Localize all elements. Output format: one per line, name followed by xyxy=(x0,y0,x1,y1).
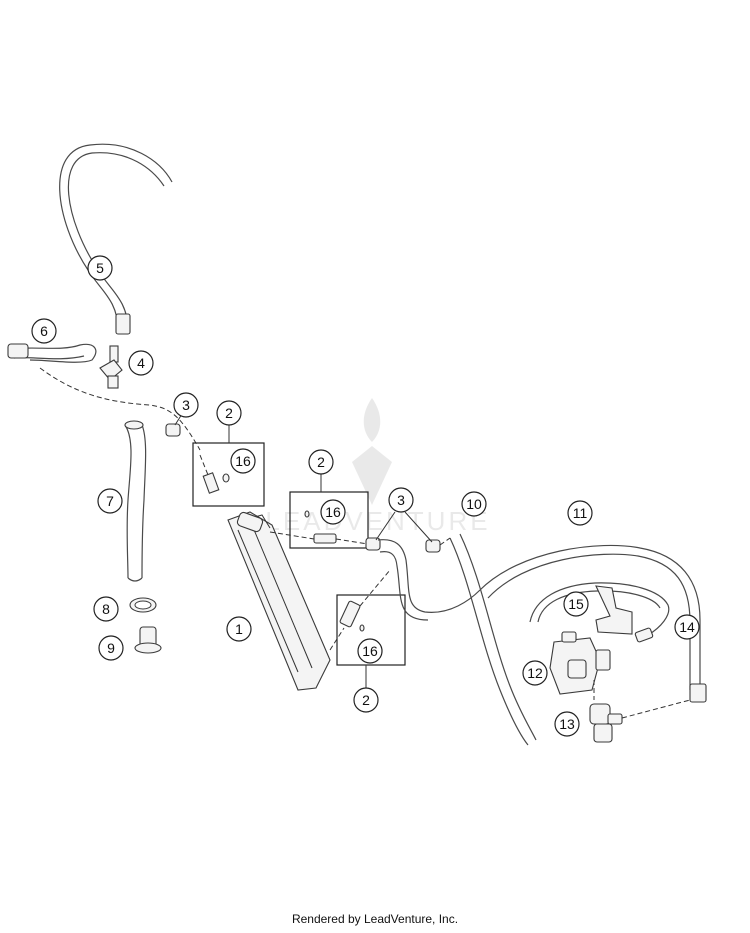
callout-2-middle: 2 xyxy=(308,449,334,475)
svg-text:10: 10 xyxy=(466,496,482,512)
svg-text:2: 2 xyxy=(362,692,370,708)
svg-text:14: 14 xyxy=(679,619,695,635)
hose-6 xyxy=(7,343,97,363)
svg-text:3: 3 xyxy=(397,492,405,508)
callout-8: 8 xyxy=(93,596,119,622)
callout-7: 7 xyxy=(97,488,123,514)
callout-2-top: 2 xyxy=(216,400,242,426)
callout-11: 11 xyxy=(567,500,593,526)
svg-text:2: 2 xyxy=(225,405,233,421)
hose-5 xyxy=(59,143,173,335)
callout-12: 12 xyxy=(522,660,548,686)
callout-13: 13 xyxy=(554,711,580,737)
callout-6: 6 xyxy=(31,318,57,344)
fitting-13 xyxy=(589,699,691,743)
footer-credit: Rendered by LeadVenture, Inc. xyxy=(291,912,459,926)
watermark-text: LEADVENTURE xyxy=(265,506,490,536)
svg-text:8: 8 xyxy=(102,601,110,617)
fitting-box-2-bottom xyxy=(329,569,406,688)
hose-14 xyxy=(529,582,670,643)
svg-text:6: 6 xyxy=(40,323,48,339)
watermark: LEADVENTURE xyxy=(265,398,490,536)
callout-4: 4 xyxy=(128,350,154,376)
svg-text:5: 5 xyxy=(96,260,104,276)
watermark-flame-icon xyxy=(352,398,392,505)
svg-text:9: 9 xyxy=(107,640,115,656)
callout-16-middle: 16 xyxy=(320,499,346,525)
callout-14: 14 xyxy=(674,614,700,640)
fitting-box-2-middle xyxy=(269,474,369,549)
svg-text:16: 16 xyxy=(235,453,251,469)
svg-text:2: 2 xyxy=(317,454,325,470)
hose-7 xyxy=(124,420,147,582)
routing-line-1 xyxy=(39,367,201,451)
bracket-15 xyxy=(595,585,633,635)
svg-text:12: 12 xyxy=(527,665,543,681)
callout-10: 10 xyxy=(461,491,487,517)
canister-1 xyxy=(227,511,331,691)
fitting-box-2-top xyxy=(192,425,265,507)
clamp-3-middle xyxy=(365,511,441,553)
svg-text:13: 13 xyxy=(559,716,575,732)
plug-9 xyxy=(134,626,162,654)
callout-2-bottom: 2 xyxy=(353,687,379,713)
callout-16-top: 16 xyxy=(230,448,256,474)
svg-text:16: 16 xyxy=(362,643,378,659)
clamp-8 xyxy=(129,597,157,613)
callout-3-left: 3 xyxy=(173,392,199,418)
callout-5: 5 xyxy=(87,255,113,281)
valve-12 xyxy=(549,631,611,700)
hose-11 xyxy=(479,544,707,703)
svg-text:4: 4 xyxy=(137,355,145,371)
svg-text:16: 16 xyxy=(325,504,341,520)
clamp-3-left xyxy=(165,413,183,437)
svg-text:15: 15 xyxy=(568,596,584,612)
callout-9: 9 xyxy=(98,635,124,661)
svg-text:7: 7 xyxy=(106,493,114,509)
fitting-4 xyxy=(99,345,123,389)
svg-text:11: 11 xyxy=(573,505,588,521)
svg-text:1: 1 xyxy=(235,621,243,637)
callout-1: 1 xyxy=(226,616,252,642)
callout-3-middle: 3 xyxy=(388,487,414,513)
hose-link xyxy=(377,539,481,621)
svg-text:3: 3 xyxy=(182,397,190,413)
callout-15: 15 xyxy=(563,591,589,617)
hose-10 xyxy=(439,533,537,746)
callout-16-bottom: 16 xyxy=(357,638,383,664)
